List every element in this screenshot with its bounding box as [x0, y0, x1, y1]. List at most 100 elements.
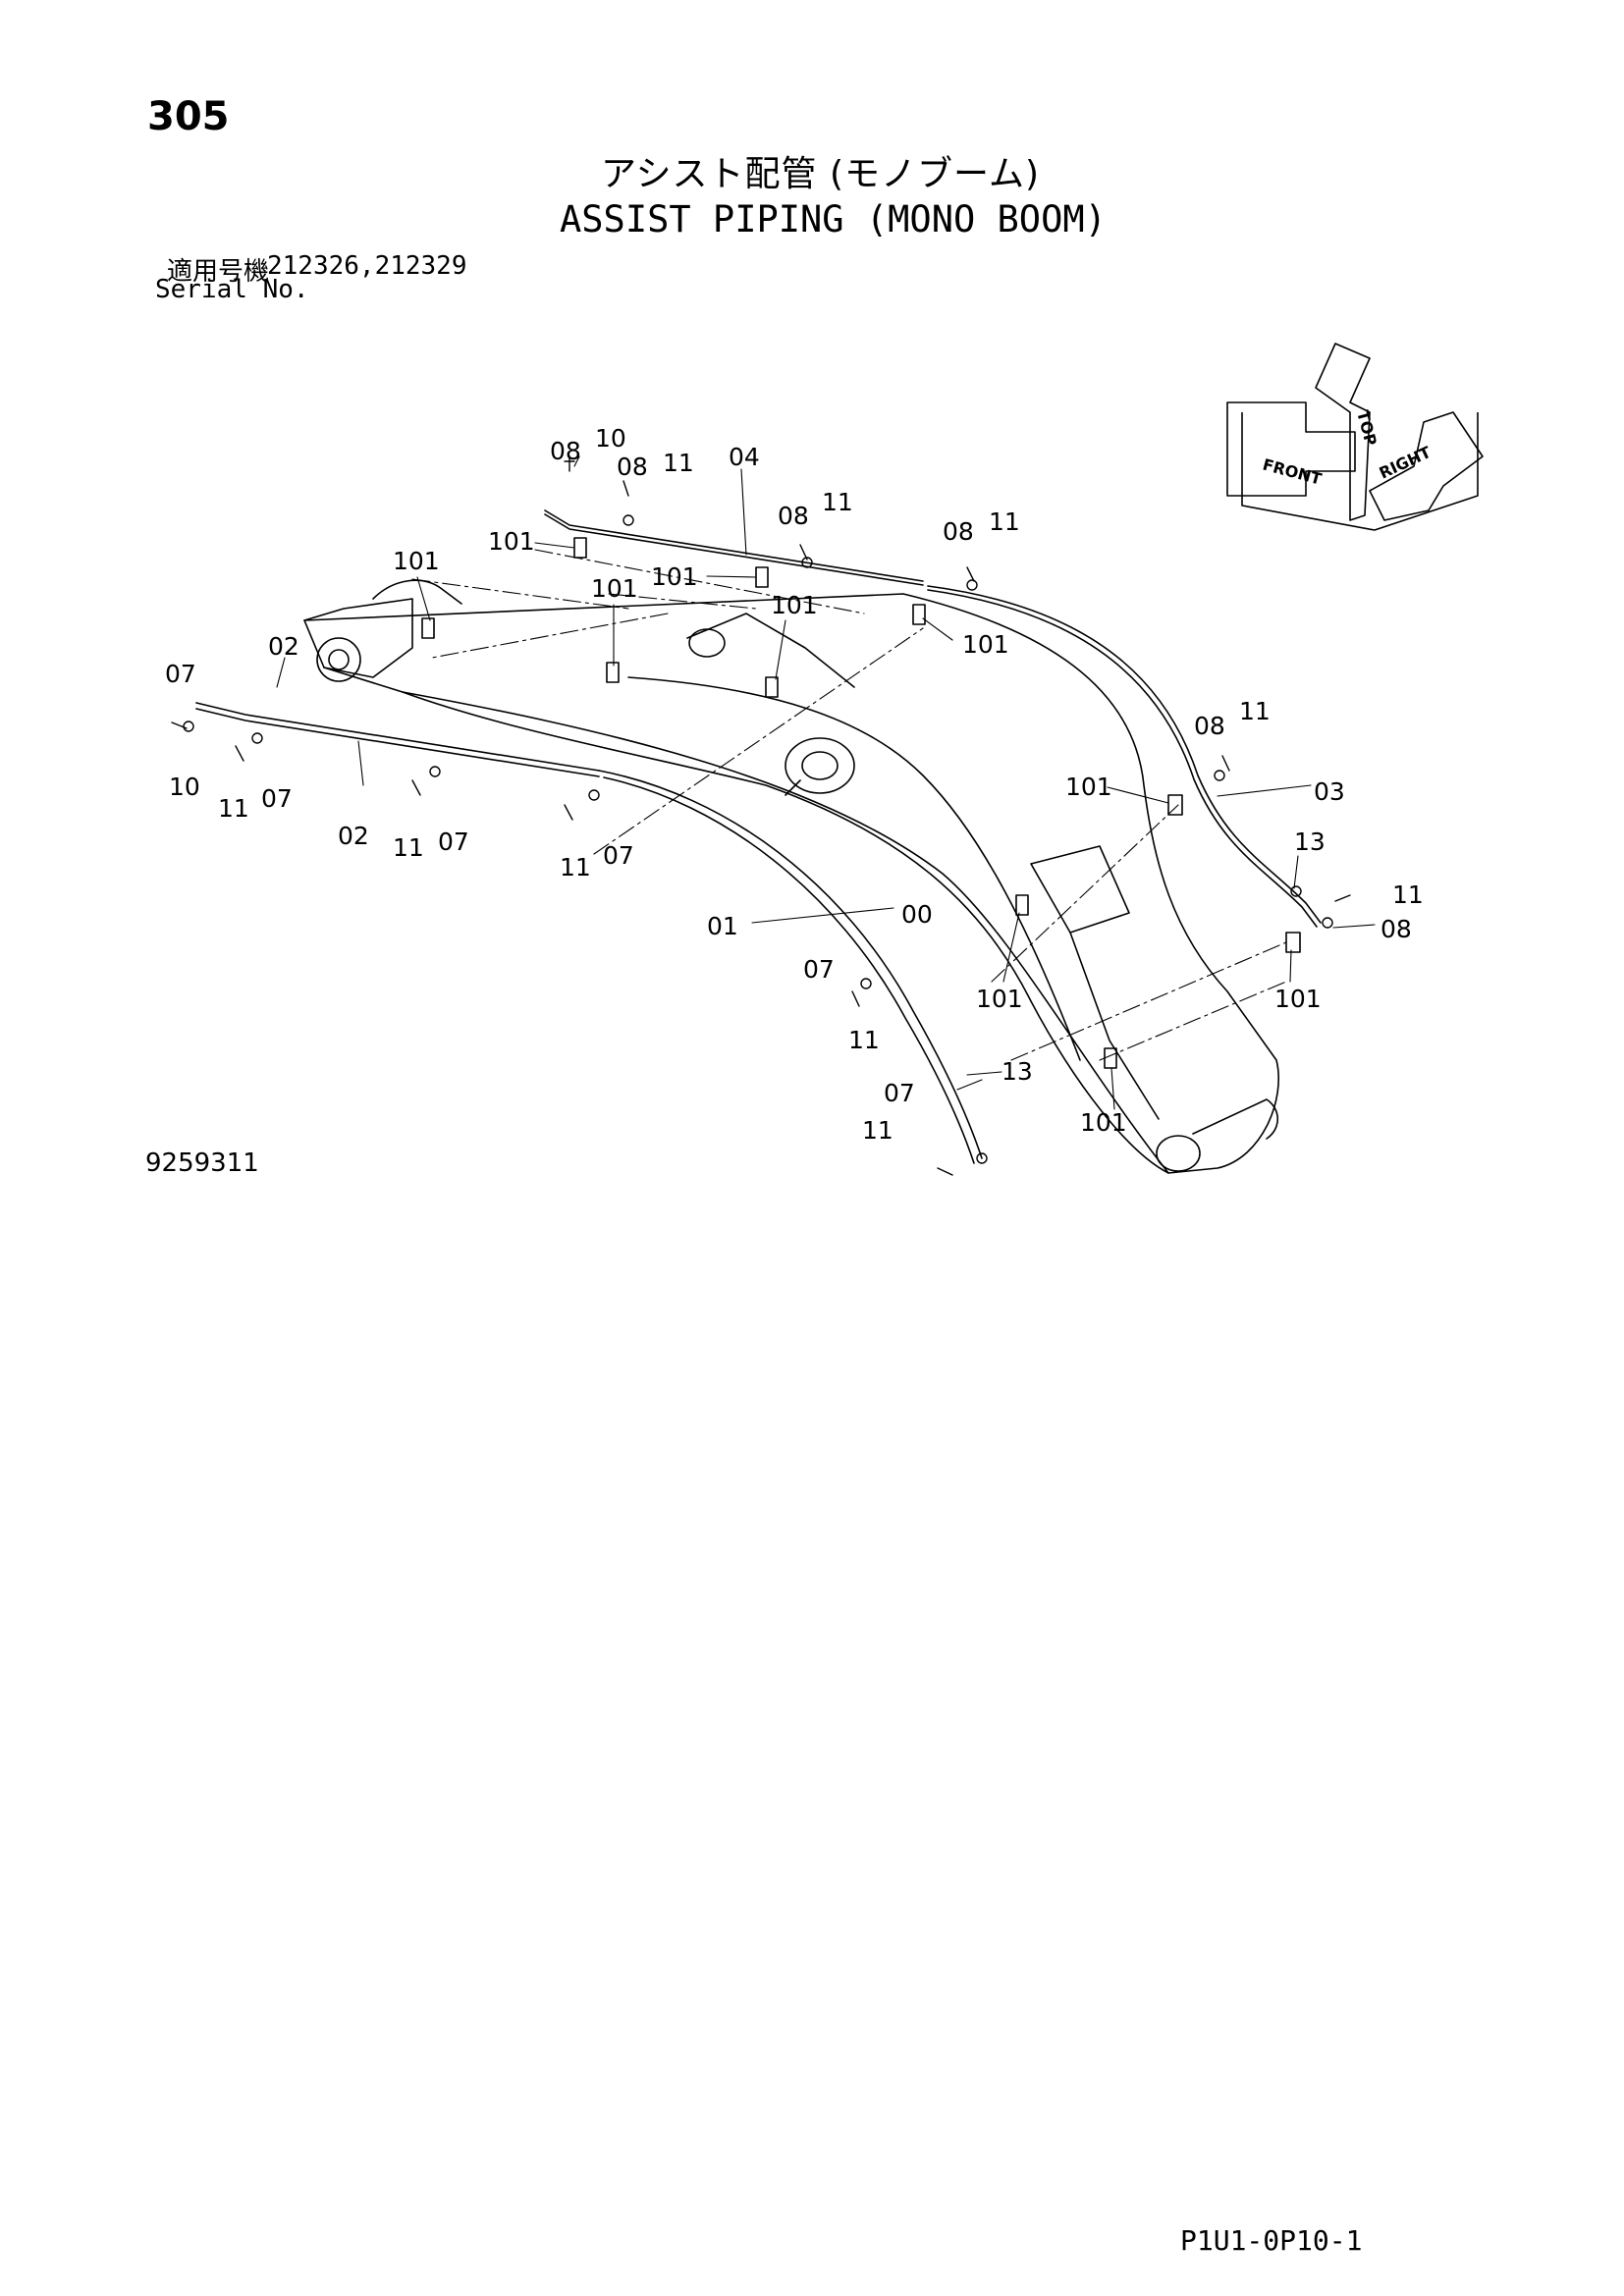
cylinder-bracket	[372, 579, 462, 605]
part-label: 04	[729, 443, 760, 471]
part-label: 08	[617, 453, 648, 481]
center-boss-inner	[801, 751, 839, 780]
part-label: 02	[338, 822, 369, 850]
part-label: 11	[393, 833, 424, 862]
part-label: 01	[707, 912, 738, 940]
part-label: 07	[438, 828, 469, 856]
part-label: 10	[595, 424, 626, 453]
leader-line	[357, 740, 364, 786]
fitting	[429, 766, 441, 777]
bolt	[851, 990, 860, 1007]
bolt	[564, 455, 575, 472]
fitting	[251, 732, 263, 744]
fitting	[1214, 770, 1225, 781]
part-label: 13	[1001, 1057, 1033, 1086]
boom-side-panel	[1030, 845, 1130, 934]
centerline-4	[593, 627, 924, 855]
pipe-02	[195, 702, 600, 772]
fitting	[801, 557, 813, 568]
part-label: 08	[550, 437, 581, 465]
clamp	[606, 662, 620, 683]
boom-foot-bracket	[303, 598, 413, 678]
leader-line	[1107, 786, 1169, 804]
centerline-6	[991, 804, 1179, 983]
compass-top-arrow	[1315, 343, 1371, 521]
serial-label-japanese: 適用号機	[167, 257, 270, 287]
part-label: 101	[1274, 985, 1322, 1013]
part-label: 11	[822, 488, 853, 516]
pipe-01	[598, 770, 983, 1159]
part-label: 13	[1294, 828, 1326, 856]
leader-line	[534, 542, 575, 549]
arm-cylinder-pin	[688, 628, 726, 658]
part-label: 03	[1314, 777, 1345, 806]
leader-line	[573, 455, 580, 467]
clamp	[1015, 894, 1029, 916]
part-label: 07	[603, 841, 634, 870]
bolt	[623, 480, 629, 497]
leader-line	[956, 1079, 983, 1091]
leader-line	[966, 1071, 1002, 1076]
part-label: 11	[1392, 881, 1424, 909]
fitting	[1290, 885, 1302, 897]
foot-pin-hole	[328, 649, 350, 670]
title-english: ASSIST PIPING (MONO BOOM)	[560, 198, 1107, 240]
clamp	[1104, 1047, 1117, 1069]
bolt	[966, 566, 975, 582]
bolt	[1334, 894, 1351, 902]
part-label: 101	[1080, 1108, 1127, 1137]
centerline-7	[1010, 941, 1287, 1061]
pipe-04	[544, 509, 924, 582]
foot-pin	[316, 637, 361, 682]
part-label: 11	[862, 1116, 893, 1145]
leader-line	[922, 617, 953, 641]
leader-line	[1217, 784, 1312, 797]
part-label: 11	[848, 1026, 880, 1054]
fitting	[976, 1152, 988, 1164]
assist-piping-diagram: TOP FRONT RIGHT 08 10 08 11 04 101 08 11…	[165, 343, 1484, 1176]
sheet-code: P1U1-0P10-1	[1180, 2224, 1363, 2257]
leader-line	[1293, 855, 1299, 889]
part-label: 08	[943, 517, 974, 546]
clamp	[1285, 932, 1301, 953]
leader-line	[751, 907, 894, 924]
part-label: 11	[663, 449, 694, 477]
pipe-02b	[195, 708, 600, 777]
leader-line	[1289, 949, 1292, 983]
leader-line	[1332, 924, 1376, 929]
part-label: 101	[651, 562, 698, 591]
boom-tip-eye	[1192, 1098, 1279, 1140]
serial-label-english: Serial No.	[155, 275, 309, 304]
compass-right-arrow	[1369, 411, 1484, 521]
part-label: 101	[1065, 773, 1112, 801]
leader-line	[1002, 912, 1020, 983]
part-label: 11	[560, 853, 591, 881]
center-boss	[785, 737, 855, 794]
compass-front-label: FRONT	[1261, 455, 1324, 489]
part-label: 08	[1380, 915, 1412, 943]
fitting	[966, 579, 978, 591]
drawing-number: 9259311	[145, 1148, 259, 1178]
part-label: 08	[1194, 712, 1225, 740]
serial-numbers: 212326,212329	[267, 251, 467, 281]
fitting	[860, 978, 872, 989]
part-label: 07	[165, 660, 196, 688]
part-label: 101	[488, 527, 535, 556]
bolt	[1221, 755, 1230, 772]
pipe-03b	[927, 589, 1318, 928]
boom-tip-pin	[1156, 1135, 1201, 1172]
leader-line	[775, 619, 786, 680]
part-label: 101	[976, 985, 1023, 1013]
compass-box	[1241, 412, 1479, 531]
pipe-03	[927, 585, 1322, 924]
clamp	[421, 617, 435, 639]
compass-top-label: TOP	[1353, 408, 1380, 448]
fitting	[623, 514, 634, 526]
part-label: 10	[169, 773, 200, 801]
leader-line	[1110, 1067, 1115, 1110]
fitting	[183, 721, 194, 732]
arm-cylinder-bracket	[686, 613, 855, 688]
clamp	[573, 537, 587, 559]
centerline-2	[411, 578, 629, 610]
leader-line	[276, 657, 286, 688]
